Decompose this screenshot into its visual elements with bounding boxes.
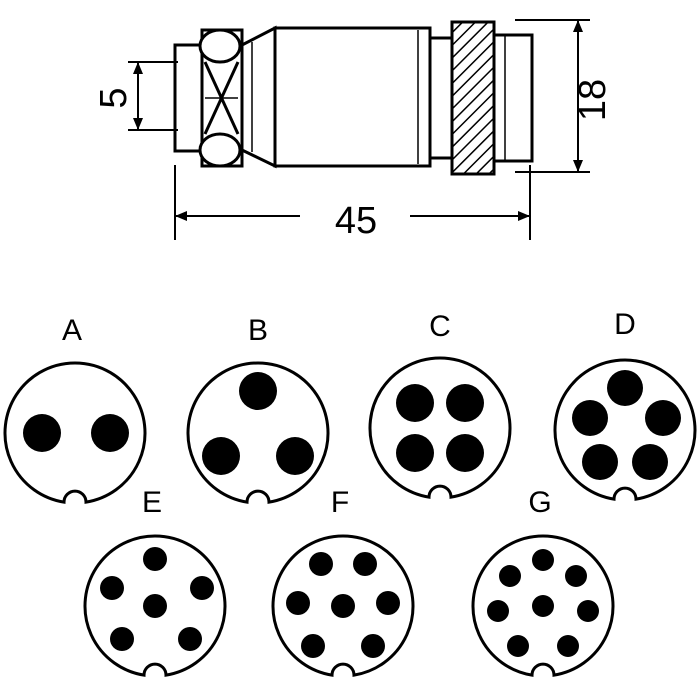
pin	[23, 414, 61, 452]
body-step	[428, 36, 454, 160]
pin	[607, 370, 643, 406]
hex-nut	[198, 28, 244, 168]
connector-face	[368, 356, 512, 499]
pin	[353, 552, 377, 576]
pinout-g: G	[471, 486, 615, 677]
pin	[190, 576, 214, 600]
dimension-45	[174, 165, 531, 240]
pinout-c: C	[368, 310, 512, 499]
pin	[446, 384, 484, 422]
pinout-f: F	[271, 486, 415, 677]
pin	[446, 434, 484, 472]
pin	[577, 600, 599, 622]
pin	[572, 400, 608, 436]
taper-section	[240, 25, 277, 169]
connector-side-view	[173, 20, 534, 176]
dimension-5-label: 5	[93, 87, 135, 108]
pin	[361, 634, 385, 658]
pin	[645, 400, 681, 436]
pinout-label: B	[248, 314, 268, 347]
pin	[532, 595, 554, 617]
pin	[396, 384, 434, 422]
pinout-label: F	[331, 486, 349, 519]
pin	[110, 627, 134, 651]
dimension-18	[515, 19, 590, 173]
pin	[309, 552, 333, 576]
pin	[301, 634, 325, 658]
pin	[100, 576, 124, 600]
pin	[178, 627, 202, 651]
pinout-label: E	[142, 486, 162, 519]
pin	[396, 434, 434, 472]
pinout-d: D	[553, 308, 697, 501]
pinout-b: B	[186, 314, 330, 504]
pin	[331, 594, 355, 618]
pinout-label: G	[528, 486, 551, 519]
main-body	[273, 26, 432, 168]
dimension-45-label: 45	[335, 200, 377, 242]
pin	[202, 437, 240, 475]
pin	[91, 414, 129, 452]
pin	[499, 565, 521, 587]
knurled-ring	[450, 20, 496, 176]
pinout-label: C	[429, 310, 451, 343]
pin	[507, 635, 529, 657]
connector-face	[3, 361, 147, 504]
pin	[376, 591, 400, 615]
pinout-a: A	[3, 314, 147, 504]
pinout-e: E	[83, 486, 227, 677]
pin	[582, 444, 618, 480]
pin	[143, 594, 167, 618]
pin	[239, 372, 277, 410]
dimension-5	[128, 61, 178, 131]
pin	[532, 549, 554, 571]
pin	[276, 437, 314, 475]
pin	[557, 635, 579, 657]
pinout-label: D	[614, 308, 636, 341]
right-collar	[492, 33, 534, 163]
pin	[286, 591, 310, 615]
pinout-faces: A B C D E F G	[3, 308, 697, 677]
pin	[632, 444, 668, 480]
pin	[565, 565, 587, 587]
dimension-18-label: 18	[572, 79, 614, 121]
pin	[143, 547, 167, 571]
pinout-label: A	[62, 314, 82, 347]
left-shaft	[173, 43, 205, 153]
pin	[487, 600, 509, 622]
